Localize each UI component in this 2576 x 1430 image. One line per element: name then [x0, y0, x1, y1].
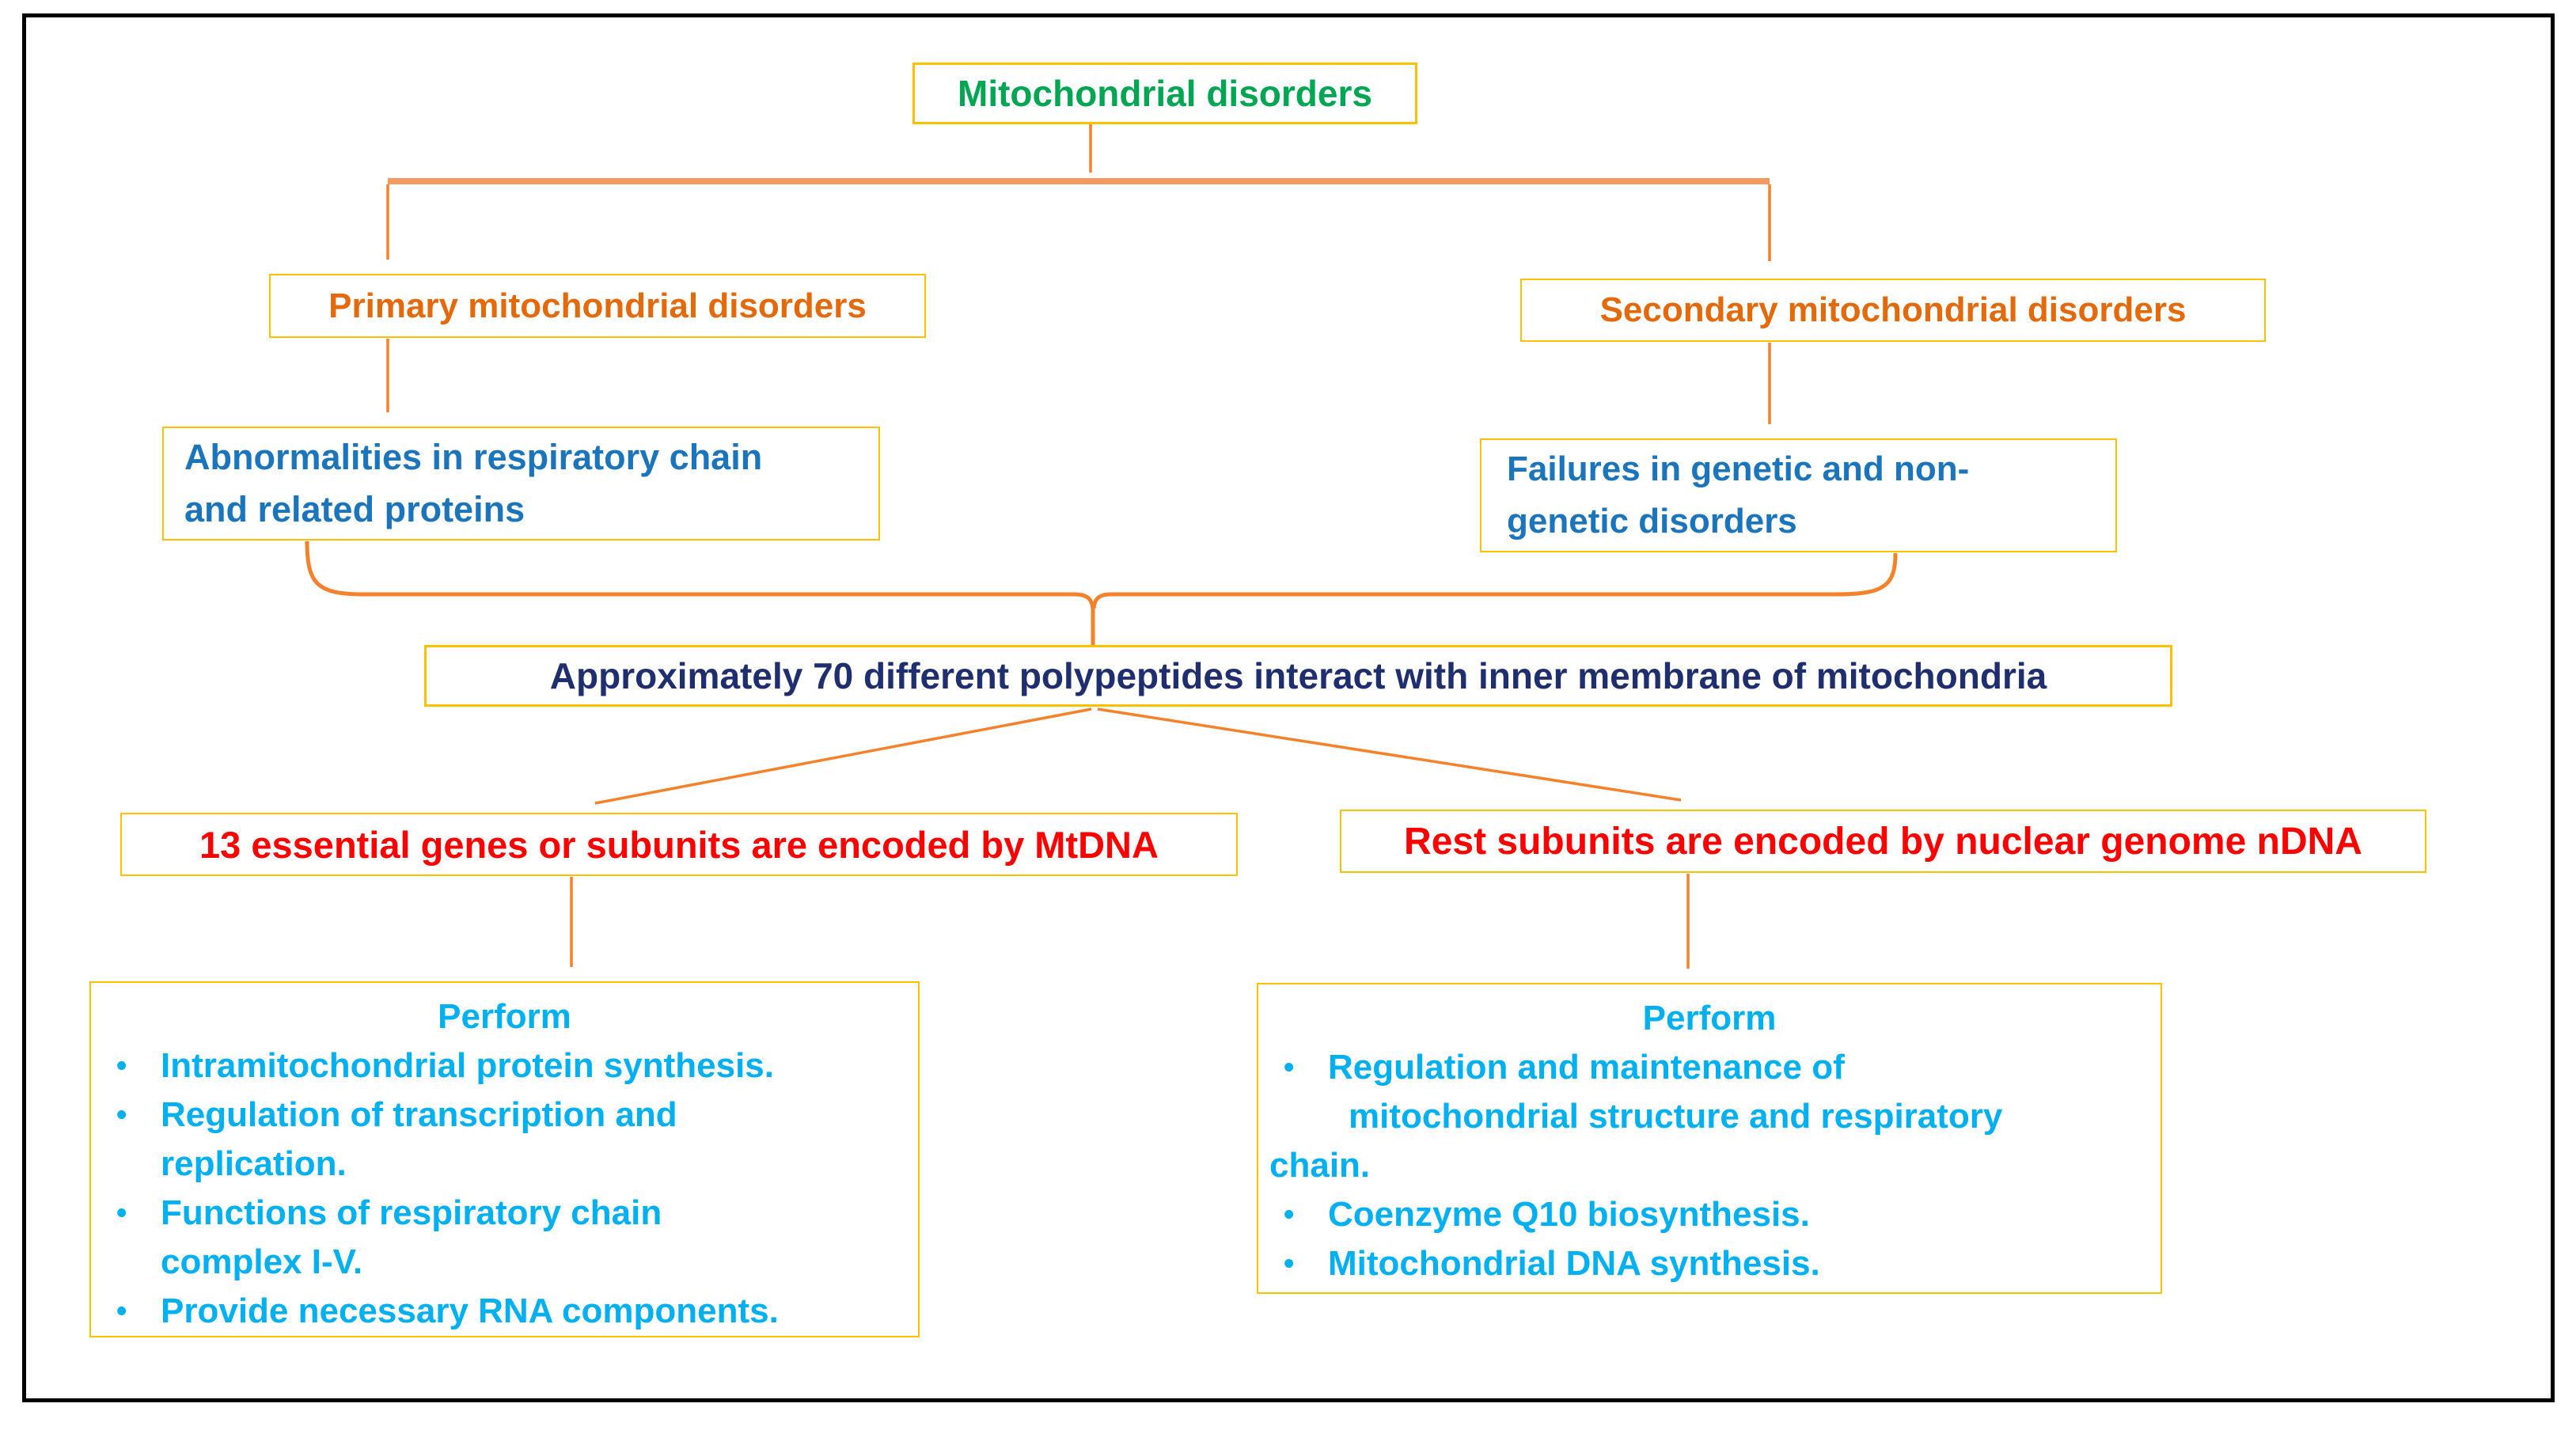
bullet-dot: •: [116, 1049, 127, 1083]
node-line: Failures in genetic and non-: [1507, 449, 1970, 488]
node-primary-disorders: Primary mitochondrial disorders: [269, 274, 926, 338]
perform-line: • Functions of respiratory chain: [91, 1189, 918, 1238]
perform-line-text: Regulation of transcription and: [161, 1095, 677, 1134]
perform-line: • Regulation and maintenance of: [1258, 1043, 2161, 1092]
perform-line-text: replication.: [161, 1144, 347, 1183]
node-ndna-genes: Rest subunits are encoded by nuclear gen…: [1340, 810, 2426, 873]
node-line: Abnormalities in respiratory chain: [184, 437, 763, 477]
perform-line-text: Coenzyme Q10 biosynthesis.: [1328, 1195, 1810, 1234]
perform-line: • Provide necessary RNA components.: [91, 1287, 918, 1336]
bullet-dot: •: [116, 1098, 127, 1132]
perform-line: • Regulation of transcription and: [91, 1091, 918, 1140]
node-perform-ndna: Perform • Regulation and maintenance of mi…: [1257, 983, 2162, 1294]
perform-list: • Regulation and maintenance of mitochondr…: [1258, 1043, 2161, 1288]
node-label: Primary mitochondrial disorders: [328, 286, 867, 325]
perform-line-text: complex I-V.: [161, 1242, 363, 1281]
bullet-dot: •: [1284, 1198, 1295, 1231]
perform-line: • Mitochondrial DNA synthesis.: [1258, 1239, 2161, 1288]
perform-line-text: chain.: [1269, 1146, 1371, 1185]
node-secondary-disorders: Secondary mitochondrial disorders: [1520, 279, 2266, 342]
perform-line-text: mitochondrial structure and respiratory: [1349, 1097, 2003, 1136]
perform-line: replication.: [91, 1140, 918, 1189]
perform-list: • Intramitochondrial protein synthesis. • R…: [91, 1041, 918, 1336]
node-mtdna-genes: 13 essential genes or subunits are encod…: [120, 813, 1238, 876]
bullet-dot: •: [1284, 1247, 1295, 1280]
perform-line: • Intramitochondrial protein synthesis.: [91, 1041, 918, 1091]
node-label: Rest subunits are encoded by nuclear gen…: [1404, 820, 2362, 863]
node-perform-mtdna: Perform • Intramitochondrial protein synt…: [89, 981, 920, 1337]
bullet-dot: •: [1284, 1051, 1295, 1084]
perform-line: complex I-V.: [91, 1238, 918, 1287]
bullet-dot: •: [116, 1197, 127, 1230]
node-line: and related proteins: [184, 489, 525, 529]
bullet-dot: •: [116, 1295, 127, 1328]
perform-line: mitochondrial structure and respiratory: [1258, 1092, 2161, 1141]
perform-line-text: Provide necessary RNA components.: [161, 1292, 779, 1330]
perform-line-text: Mitochondrial DNA synthesis.: [1328, 1244, 1820, 1283]
perform-title: Perform: [438, 997, 571, 1036]
perform-title: Perform: [1642, 999, 1777, 1037]
node-label: Secondary mitochondrial disorders: [1599, 290, 2187, 329]
node-line: genetic disorders: [1507, 502, 1797, 541]
node-polypeptides: Approximately 70 different polypeptides …: [424, 645, 2172, 707]
node-failures: Failures in genetic and non- genetic dis…: [1480, 438, 2117, 552]
node-label: Mitochondrial disorders: [958, 73, 1372, 114]
perform-line: • Coenzyme Q10 biosynthesis.: [1258, 1190, 2161, 1239]
node-label: 13 essential genes or subunits are encod…: [199, 823, 1159, 866]
perform-line-text: Functions of respiratory chain: [161, 1193, 662, 1232]
perform-line-text: Intramitochondrial protein synthesis.: [161, 1046, 775, 1085]
node-abnormalities: Abnormalities in respiratory chain and r…: [162, 427, 880, 541]
node-mitochondrial-disorders: Mitochondrial disorders: [912, 63, 1417, 124]
perform-line: chain.: [1258, 1141, 2161, 1190]
node-label: Approximately 70 different polypeptides …: [549, 655, 2047, 696]
perform-line-text: Regulation and maintenance of: [1328, 1048, 1845, 1087]
